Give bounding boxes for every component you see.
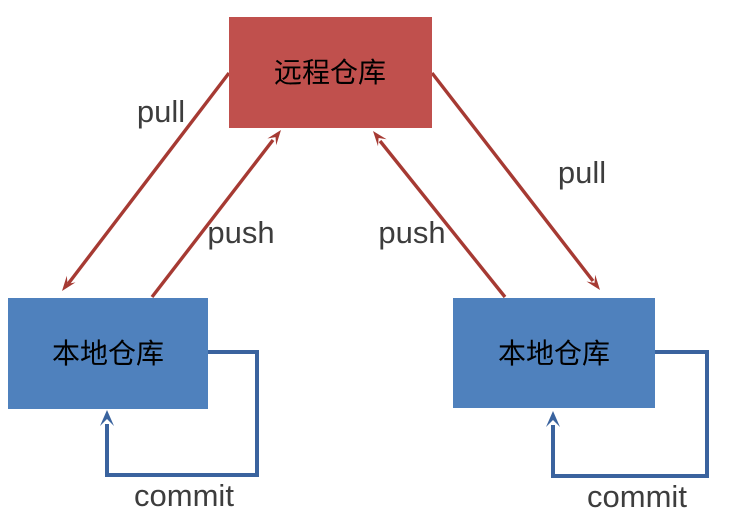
commit-loop-right-line [551,350,709,478]
push-label-right: push [378,215,445,250]
commit-label-right: commit [587,479,687,514]
push-arrow-left: push [150,130,281,299]
local-repo-right-box [453,298,655,408]
arrowhead-icon [62,275,76,291]
pull-label-left: pull [137,94,185,129]
local-repo-right-label: 本地仓库 [498,338,610,369]
pull-arrow-left-line [66,71,231,286]
remote-repo-box [229,17,432,128]
push-arrow-right: push [373,131,507,299]
pull-arrow-right: pull [430,71,606,290]
push-arrow-left-line [150,138,275,299]
arrowhead-icon [373,131,387,147]
arrowhead-icon [267,130,281,146]
local-repo-right-node: 本地仓库 [453,298,655,408]
push-arrow-right-line [378,139,507,299]
local-repo-left-label: 本地仓库 [52,338,164,369]
commit-loop-left-line [105,350,259,477]
push-label-left: push [207,215,274,250]
local-repo-left-node: 本地仓库 [8,298,208,409]
pull-label-right: pull [558,155,606,190]
remote-repo-node: 远程仓库 [229,17,432,128]
pull-arrow-left: pull [62,71,231,291]
arrowhead-icon [586,274,600,290]
pull-arrow-right-line [430,71,595,283]
arrowhead-icon [100,410,114,426]
local-repo-left-box [8,298,208,409]
commit-loop-right: commit [546,350,709,514]
commit-loop-left: commit [100,350,259,513]
commit-label-left: commit [134,478,234,513]
arrowhead-icon [546,411,560,427]
remote-repo-label: 远程仓库 [274,57,386,88]
